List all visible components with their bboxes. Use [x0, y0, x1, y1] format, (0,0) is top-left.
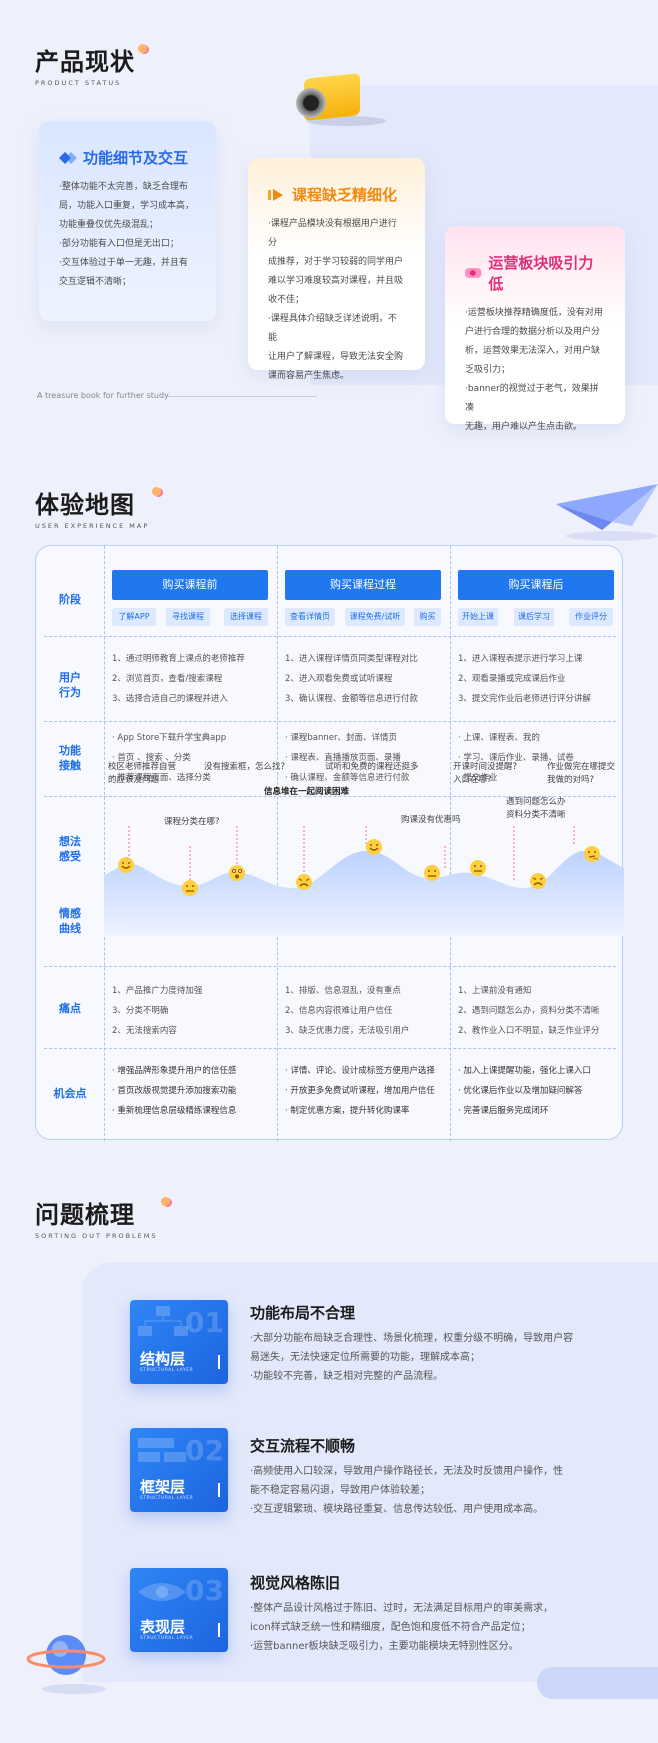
opportunity-col-2: · 详情、评论、设计成标签方便用户选择· 开放更多免费试听课程，增加用户信任· … [285, 1066, 435, 1116]
problem-item-2: 交互流程不顺畅 ·高频使用入口较深，导致用户操作路径长，无法及时反馈用户操作，性… [250, 1437, 564, 1515]
neutral-face-icon [424, 865, 440, 881]
thought-3: 没有搜索框，怎么找? [204, 762, 286, 772]
status-card-interaction: 功能细节及交互 ·整体功能不太完善，缺乏合理布 局，功能入口重复，学习成本高， … [39, 121, 216, 321]
touchpoint-col-1: · App Store下载升学宝典app· 首页 、搜索 、分类· 推荐课程页面… [112, 733, 227, 783]
structure-layer-icon: 01 结构层 STRUCTURAL LAYER [130, 1300, 228, 1384]
divider [167, 396, 317, 397]
thought-9: 作业做完在哪提交 我做的对吗? [547, 762, 616, 785]
chip: 购买 [414, 608, 441, 626]
decor-pill [537, 1667, 658, 1699]
opportunity-col-1: · 增强品牌形象提升用户的信任感· 首页改版视觉提升添加搜索功能· 重新梳理信息… [112, 1066, 237, 1116]
ticket-icon [465, 268, 482, 278]
title-deco-icon [138, 44, 147, 53]
card-body: ·整体功能不太完善，缺乏合理布 局，功能入口重复，学习成本高， 功能重叠仅优先级… [59, 182, 195, 287]
problem-item-3: 视觉风格陈旧 ·整体产品设计风格过于陈旧、过时，无法满足目标用户的审美需求， i… [250, 1574, 554, 1652]
chip: 查看详情页 [285, 608, 335, 626]
sad-face-icon [296, 874, 312, 890]
card-body: ·运营板块推荐精确度低，没有对用 户进行合理的数据分析以及用户分 析，运营效果无… [465, 308, 603, 432]
title-deco-icon [160, 1197, 170, 1206]
experience-map-board: 阶段 用户 行为 功能 接触 想法 感受 情感 曲线 痛点 机会点 购买课程前 … [35, 545, 624, 1141]
presentation-layer-icon: 03 表现层 STRUCTURAL LAYER [130, 1568, 228, 1652]
camera-icon [296, 68, 386, 126]
thought-2: 课程分类在哪? [164, 817, 220, 827]
opportunity-col-3: · 加入上课提醒功能，强化上课入口· 优化课后作业以及增加疑问解答· 完善课后服… [458, 1066, 591, 1116]
thought-6: 购课没有优惠吗 [401, 815, 461, 825]
row-label-behavior: 用户 行为 [59, 671, 81, 699]
section-title-product-status: 产品现状 PRODUCT STATUS [35, 42, 147, 87]
neutral-face-icon [470, 860, 486, 876]
happy-face-icon [366, 839, 382, 855]
happy-face-icon [118, 857, 134, 873]
stage-before-purchase: 购买课程前 [112, 570, 268, 600]
thought-4: 信息堆在一起阅读困难 [264, 787, 350, 797]
thought-7: 开课时间没提醒? 入口在哪? [453, 762, 518, 785]
touchpoint-col-2: · 课程banner、封面、详情页· 课程表、直播播放页面、录播· 确认课程、金… [285, 733, 410, 783]
chip: 作业评分 [569, 608, 613, 626]
row-label-touchpoint: 功能 接触 [59, 744, 81, 772]
row-label-pain: 痛点 [59, 1002, 81, 1015]
title-deco-icon [152, 487, 162, 496]
chip: 课后学习 [514, 608, 554, 626]
framework-layer-icon: 02 框架层 STRUCTURAL LAYER [130, 1428, 228, 1512]
row-label-emotion: 情感 曲线 [59, 907, 81, 935]
status-card-operation: 运营板块吸引力低 ·运营板块推荐精确度低，没有对用 户进行合理的数据分析以及用户… [445, 226, 625, 432]
thought-1: 校区老师推荐自营 的应该没问题 [108, 762, 177, 785]
touchpoint-col-3: · 上课、课程表、我的· 学习、课后作业、录播、试卷· 提交作业 [458, 733, 574, 783]
diamond-icon [59, 151, 77, 164]
planet-icon [26, 1635, 106, 1694]
chip: 寻找课程 [166, 608, 210, 626]
chip: 选择课程 [224, 608, 268, 626]
row-label-thoughts: 想法 感受 [59, 835, 81, 863]
play-icon [268, 188, 283, 201]
card-body: ·课程产品模块没有根据用户进行分 成推荐，对于学习较弱的同学用户 难以学习难度较… [268, 219, 404, 381]
chip: 了解APP [112, 608, 156, 626]
neutral-face-icon [182, 880, 198, 896]
stage-during-purchase: 购买课程过程 [285, 570, 441, 600]
thought-5: 试听和免费的课程还挺多 [325, 762, 419, 772]
sad-face-icon [530, 873, 546, 889]
chip: 课程免费/试听 [345, 608, 405, 626]
row-label-stage: 阶段 [59, 593, 81, 606]
problem-item-1: 功能布局不合理 ·大部分功能布局缺乏合理性、场景化梳理，权重分级不明确，导致用户… [250, 1304, 574, 1382]
paper-plane-icon [556, 484, 658, 541]
section-title-experience-map: 体验地图 USER EXPERIENCE MAP [35, 485, 162, 530]
chip: 开始上课 [458, 608, 498, 626]
stage-after-purchase: 购买课程后 [458, 570, 614, 600]
status-card-course: 课程缺乏精细化 ·课程产品模块没有根据用户进行分 成推荐，对于学习较弱的同学用户… [248, 158, 425, 381]
thought-8: 遇到问题怎么办 资料分类不清晰 [506, 797, 566, 820]
tagline: A treasure book for further study [37, 391, 169, 400]
surprised-face-icon [229, 865, 245, 881]
section-title-problems: 问题梳理 SORTING OUT PROBLEMS [35, 1195, 170, 1240]
row-label-opportunity: 机会点 [53, 1087, 87, 1100]
thinking-face-icon [584, 846, 600, 862]
